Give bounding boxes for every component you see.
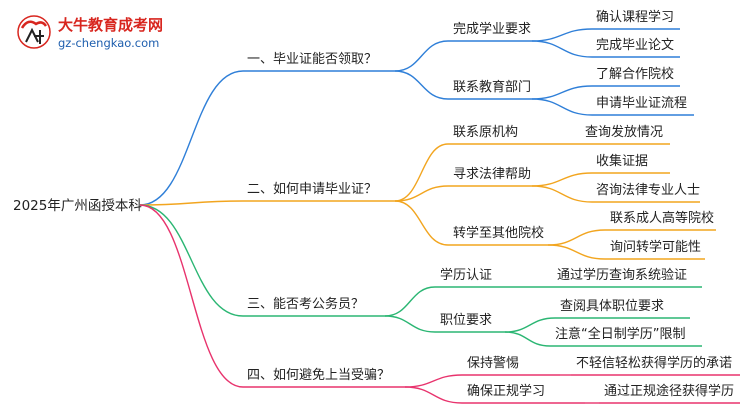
edge-branch-2-to-node-2 bbox=[394, 185, 449, 202]
leaf-2-2-1: 收集证据 bbox=[596, 154, 649, 169]
leaf-2-1-1: 查询发放情况 bbox=[585, 125, 664, 140]
leaf-3-2-2: 注意“全日制学历”限制 bbox=[555, 327, 686, 342]
leaf-1-1-2: 完成毕业论文 bbox=[596, 38, 675, 53]
edge-node-1-2-to-leaf-2 bbox=[531, 98, 593, 116]
edge-root-to-branch-4 bbox=[139, 204, 244, 388]
brand-title: 大牛教育成考网 bbox=[58, 16, 164, 34]
edge-branch-1-to-node-1 bbox=[394, 40, 449, 72]
node-2-1: 联系原机构 bbox=[453, 125, 519, 140]
edge-branch-3-to-node-2 bbox=[384, 315, 436, 333]
edge-root-to-branch-2 bbox=[139, 200, 244, 206]
brand-url: gz-chengkao.com bbox=[58, 36, 160, 50]
leaf-1-1-1: 确认课程学习 bbox=[596, 10, 675, 25]
edge-node-3-2-to-leaf-2 bbox=[504, 331, 551, 347]
edge-node-1-1-to-leaf-2 bbox=[531, 40, 593, 58]
node-3-1: 学历认证 bbox=[440, 268, 493, 283]
branch-1-label: 一、毕业证能否领取？ bbox=[247, 52, 378, 67]
leaf-4-1-1: 不轻信轻松获得学历的承诺 bbox=[576, 356, 733, 371]
branch-4-label: 四、如何避免上当受骗？ bbox=[247, 368, 391, 383]
edge-node-1-1-to-leaf-1 bbox=[531, 28, 593, 42]
leaf-3-2-1: 查阅具体职位要求 bbox=[560, 299, 665, 314]
edge-root-to-branch-1 bbox=[139, 70, 244, 206]
edge-node-3-2-to-leaf-1 bbox=[504, 317, 556, 333]
leaf-3-1-1: 通过学历查询系统验证 bbox=[557, 268, 688, 283]
edge-branch-4-to-node-1 bbox=[404, 374, 463, 388]
node-1-1: 完成学业要求 bbox=[453, 22, 532, 37]
edge-root-to-branch-3 bbox=[139, 204, 244, 317]
node-2-3: 转学至其他院校 bbox=[453, 226, 545, 241]
edge-node-2-3-to-leaf-2 bbox=[547, 244, 606, 260]
node-1-2: 联系教育部门 bbox=[453, 80, 532, 95]
leaf-4-2-1: 通过正规途径获得学历 bbox=[604, 384, 735, 399]
edge-branch-2-to-node-3 bbox=[394, 200, 449, 246]
leaf-1-2-2: 申请毕业证流程 bbox=[596, 96, 688, 111]
node-4-2: 确保正规学习 bbox=[467, 384, 546, 399]
edge-node-2-2-to-leaf-2 bbox=[531, 185, 593, 203]
branch-2-label: 二、如何申请毕业证？ bbox=[247, 182, 378, 197]
node-4-1: 保持警惕 bbox=[467, 356, 520, 371]
edge-node-1-2-to-leaf-1 bbox=[531, 85, 593, 100]
node-3-2: 职位要求 bbox=[440, 313, 493, 328]
leaf-2-3-2: 询问转学可能性 bbox=[610, 240, 702, 255]
branch-3-label: 三、能否考公务员？ bbox=[247, 297, 365, 312]
edge-branch-2-to-node-1 bbox=[394, 143, 449, 202]
leaf-2-2-2: 咨询法律专业人士 bbox=[596, 183, 701, 198]
root-topic: 2025年广州函授本科 bbox=[13, 198, 142, 214]
leaf-2-3-1: 联系成人高等院校 bbox=[610, 211, 715, 226]
brand-logo-icon bbox=[14, 14, 54, 50]
edge-node-2-2-to-leaf-1 bbox=[531, 172, 593, 187]
leaf-1-2-1: 了解合作院校 bbox=[596, 67, 675, 82]
edge-branch-1-to-node-2 bbox=[394, 70, 449, 100]
node-2-2: 寻求法律帮助 bbox=[453, 167, 532, 182]
edge-node-2-3-to-leaf-1 bbox=[547, 229, 606, 246]
edge-branch-4-to-node-2 bbox=[404, 386, 463, 404]
edge-branch-3-to-node-1 bbox=[384, 286, 436, 317]
